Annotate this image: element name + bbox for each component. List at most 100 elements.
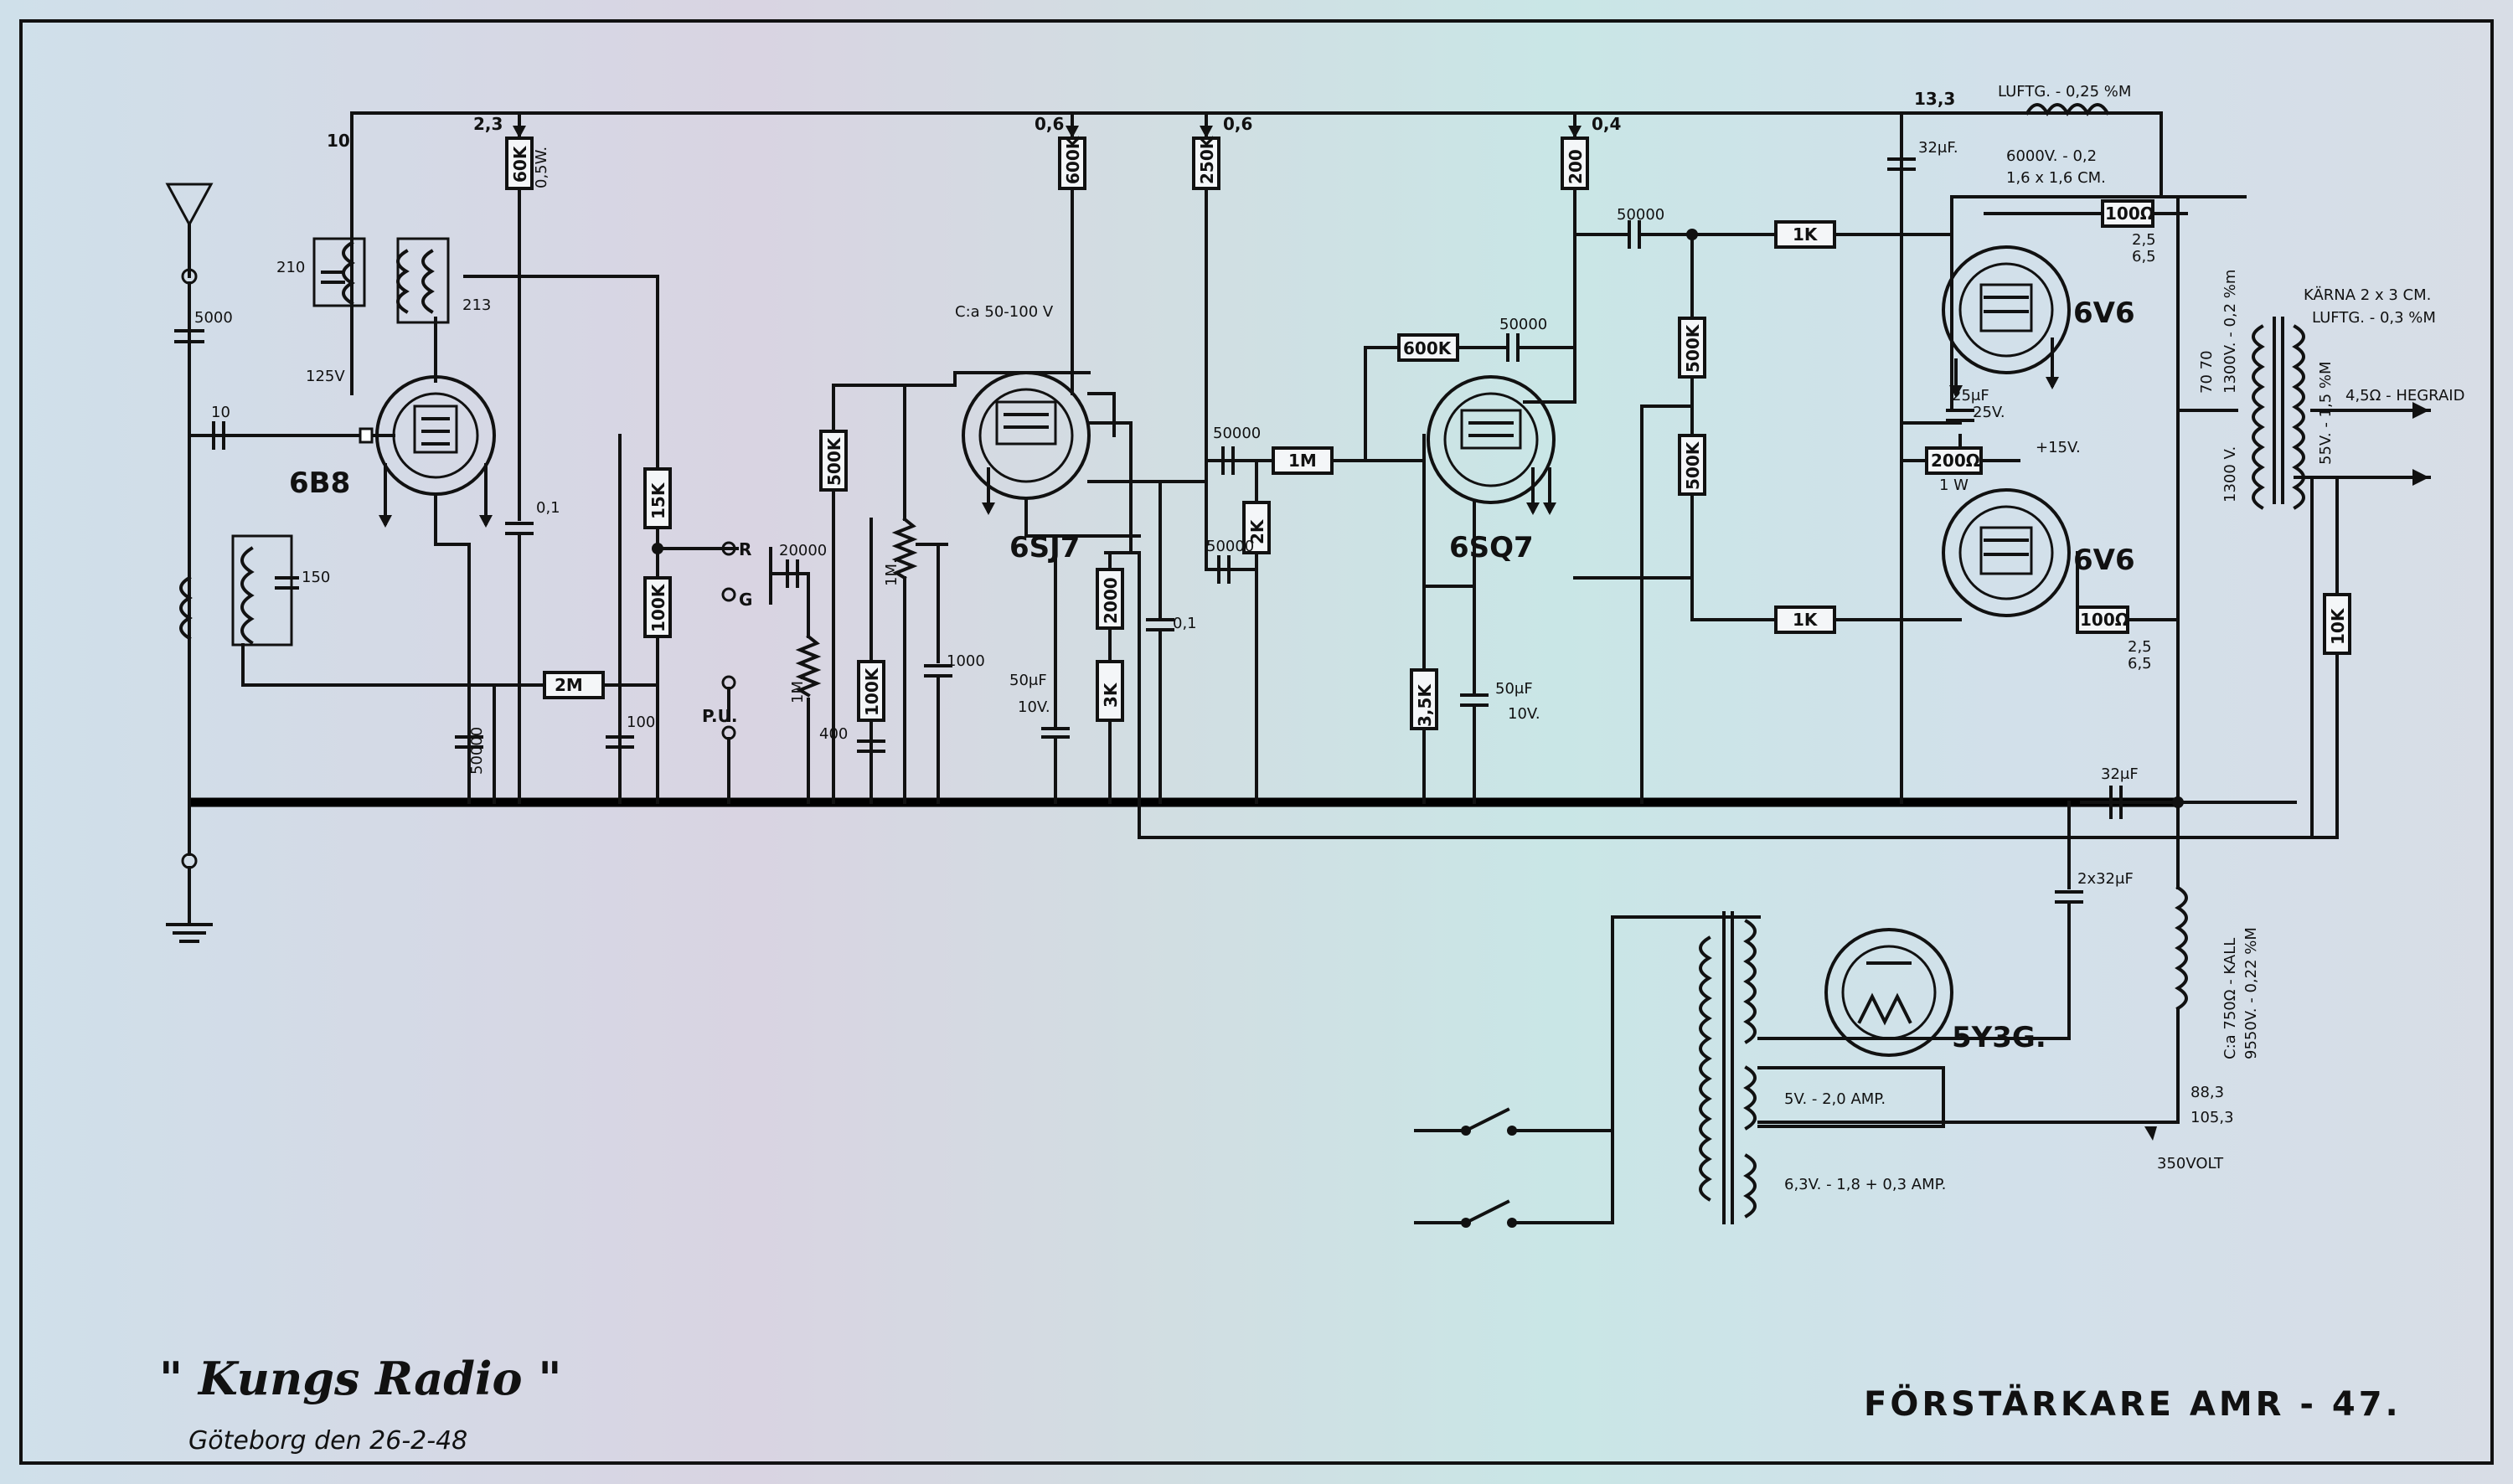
cap-25v-label: 25V.	[1973, 404, 2005, 421]
cap-10-label: 10	[211, 404, 230, 421]
choke-core-label: 1,6 x 1,6 CM.	[2006, 169, 2106, 187]
voltage-label-10: 10	[327, 131, 350, 151]
cap-50uf-b-label: 50μF	[1495, 680, 1533, 698]
antenna-coil	[179, 575, 193, 641]
voltage-label-13-3: 13,3	[1914, 89, 1955, 109]
resistor-2000-label: 2000	[1101, 577, 1121, 624]
input-pu-label: P.U.	[702, 706, 737, 726]
resistor-100k-label: 100K	[648, 583, 668, 632]
resistor-200-label: 200Ω	[1931, 451, 1980, 471]
choke-rating-label: 6000V. - 0,2	[2006, 147, 2097, 165]
filter-choke-2	[2175, 885, 2188, 1011]
resistor-250k-label: 250K	[1197, 135, 1217, 184]
resistor-600k-label: 600K	[1063, 135, 1083, 184]
cap-1000-label: 1000	[947, 652, 985, 670]
choke-inductance-label: 9550V. - 0,22 %M	[2242, 927, 2260, 1059]
winding-5v-label: 5V. - 2,0 AMP.	[1784, 1090, 1886, 1108]
pot-1m-a-label: 1M.	[789, 676, 807, 703]
resistor-500k-c-label: 500K	[1683, 441, 1703, 490]
watt-1w-label: 1 W	[1939, 477, 1969, 494]
cap-50000-e-label: 50000	[1617, 206, 1664, 224]
power-transformer-primary	[1699, 935, 1712, 1202]
resistor-500k-label: 500K	[824, 436, 844, 486]
resistor-3k-label: 3K	[1101, 682, 1121, 708]
brand-signature: " Kungs Radio "	[159, 1352, 562, 1405]
cap-0-1-a-label: 0,1	[536, 499, 560, 517]
cap-2x32uf-label: 2x32μF	[2077, 870, 2134, 888]
resistor-3-5k-label: 3,5K	[1415, 683, 1435, 727]
resistor-2m-label: 2M	[555, 675, 583, 695]
resistor-600k-b-label: 600K	[1403, 338, 1453, 358]
cap-50000-d-label: 50000	[1499, 316, 1547, 333]
resistor-2k-label: 2K	[1247, 518, 1267, 544]
voltage-105-3: 105,3	[2190, 1109, 2234, 1126]
cap-50000-a-label: 50000	[468, 727, 486, 775]
resistor-1m-label: 1M	[1288, 451, 1317, 471]
voltage-label-0-6-b: 0,6	[1223, 114, 1252, 134]
cap-400-label: 400	[819, 725, 848, 743]
tube-6v6-a-icon	[1942, 245, 2071, 374]
voltage-2-5-b: 2,5	[2128, 638, 2152, 656]
input-g-label: G	[739, 590, 752, 610]
cap-213-label: 213	[462, 296, 491, 314]
tube-6sq7-icon	[1427, 375, 1556, 504]
resistor-200k	[1561, 137, 1589, 190]
resistor-15k-label: 15K	[648, 482, 668, 519]
drawing-title: FÖRSTÄRKARE AMR - 47.	[1864, 1384, 2402, 1424]
voltage-label-0-4: 0,4	[1592, 114, 1621, 134]
resistor-250k	[1192, 137, 1220, 190]
resistor-100k-b-label: 100K	[862, 667, 882, 716]
tube-5y3g-icon	[1824, 928, 1953, 1057]
cap-50uf-label: 50μF	[1009, 672, 1047, 689]
resistor-100-a	[2101, 199, 2154, 228]
primary-a-label: 1300V. - 0,2 %m	[2221, 270, 2239, 394]
choke-resistance-label: C:a 750Ω - KALL	[2221, 938, 2239, 1059]
ground-icon	[166, 923, 213, 943]
resistor-60k-label: 60K	[510, 145, 530, 183]
resistor-10k-label: 10K	[2328, 607, 2348, 645]
resistor-500k-c	[1678, 434, 1706, 496]
cap-5000-label: 5000	[194, 309, 233, 327]
output-transformer-primary	[2252, 324, 2265, 510]
cap-50000-c-label: 50000	[1206, 538, 1254, 555]
tube-6b8-label: 6B8	[289, 466, 350, 500]
voltage-label-2-3: 2,3	[473, 114, 503, 134]
cap-210-label: 210	[276, 259, 305, 276]
turns-label: 70 70	[2198, 350, 2216, 394]
voltage-6-5-a: 6,5	[2132, 248, 2156, 265]
air-gap-2-label: LUFTG. - 0,3 %M	[2312, 309, 2436, 327]
place-date: Göteborg den 26-2-48	[188, 1426, 467, 1456]
tube-6v6-b-label: 6V6	[2073, 544, 2135, 577]
resistor-100-b	[2076, 605, 2129, 634]
voltage-350v-label: 350VOLT	[2157, 1155, 2224, 1172]
cap-20000-label: 20000	[779, 542, 827, 559]
resistor-100-b-label: 100Ω	[2080, 610, 2129, 630]
pot-1m-b-label: 1M.	[883, 559, 900, 586]
cap-100-label: 100	[627, 714, 655, 731]
voltage-label-0-6-a: 0,6	[1035, 114, 1064, 134]
voltage-6-5-b: 6,5	[2128, 655, 2152, 672]
winding-6-3v-label: 6,3V. - 1,8 + 0,3 AMP.	[1784, 1176, 1946, 1193]
cap-32uf-b-label: 32μF	[2101, 765, 2139, 783]
watt-label: 0,5W.	[533, 147, 550, 188]
cap-0-1-b-label: 0,1	[1173, 615, 1197, 632]
resistor-100k	[643, 576, 672, 638]
bias-15v-label: +15V.	[2036, 439, 2081, 456]
resistor-1k-a-label: 1K	[1793, 224, 1819, 245]
cap-150-label: 150	[302, 569, 330, 586]
secondary-label: 55V. - 1,5 %M	[2317, 361, 2335, 465]
cap-50000-b-label: 50000	[1213, 425, 1261, 442]
resistor-500k-b-label: 500K	[1683, 323, 1703, 373]
resistor-3-5k	[1410, 668, 1438, 730]
cap-10v-b-label: 10V.	[1508, 705, 1540, 723]
screen-voltage-label: C:a 50-100 V	[955, 303, 1054, 321]
resistor-1k-b-label: 1K	[1793, 610, 1819, 630]
tube-6sj7-label: 6SJ7	[1009, 531, 1080, 564]
core-label: KÄRNA 2 x 3 CM.	[2304, 286, 2431, 304]
antenna-icon	[165, 183, 214, 285]
resistor-3k	[1096, 660, 1124, 722]
tube-6v6-b-icon	[1942, 488, 2071, 617]
primary-b-label: 1300 V.	[2221, 446, 2239, 502]
